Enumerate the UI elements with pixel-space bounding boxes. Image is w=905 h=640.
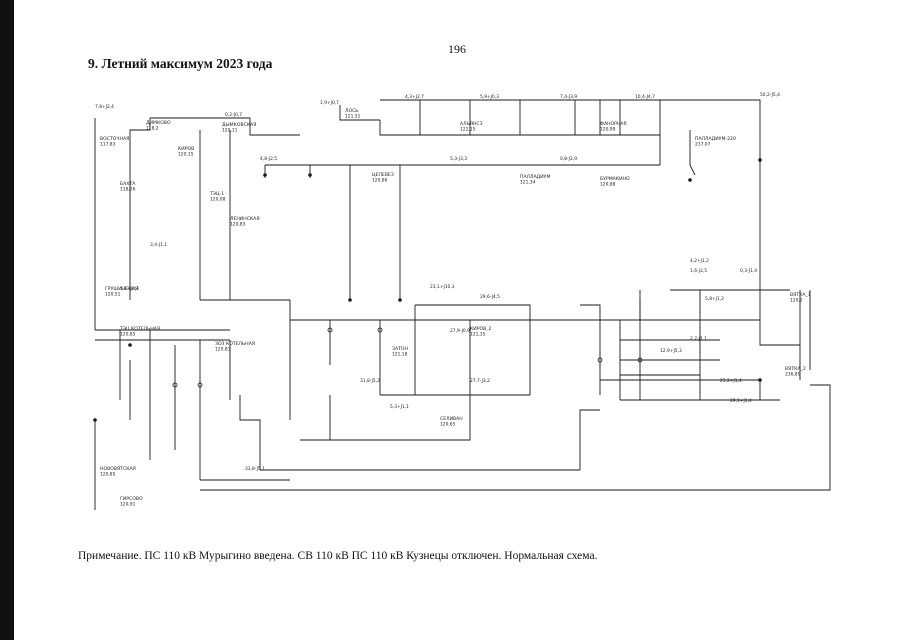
substation-name-s3: КИРОВ: [178, 146, 194, 152]
substation-name-s1: ВОСТОЧНАЯ: [100, 136, 129, 142]
power-flow-f23: 12,9+J5,3: [660, 348, 682, 354]
substation-voltage-s1: 117,83: [100, 142, 116, 148]
substation-name-s10: БУРМАКИНО: [600, 176, 630, 182]
power-flow-f20: 4,2+J1,2: [690, 258, 709, 264]
substation-name-s19: ВЯТКА_1: [790, 292, 811, 298]
substation-name-s20: ВЯТКА_2: [785, 366, 806, 372]
substation-voltage-s16: 120,51: [105, 292, 121, 298]
substation-name-s15: СЕЛИВАН: [440, 416, 463, 422]
power-flow-f12: 23,1+J10,3: [430, 284, 455, 290]
flow-labels: 7,8+J2,4 1,9+J0,7 0,2-J0,7 4,3+J2,7 5,9+J0,3…: [95, 92, 780, 472]
power-flow-f19: 33,8-J5,1: [245, 466, 265, 472]
substation-voltage-s20: 236,89: [785, 372, 801, 378]
power-flow-f9: 4,8-J2,5: [260, 156, 277, 162]
power-flow-f27: 2,7-J1,1: [690, 336, 707, 342]
substation-voltage-s5: 120,08: [210, 197, 226, 203]
power-flow-f16: 27,7-J3,2: [470, 378, 490, 384]
substation-voltage-s12: 120,86: [372, 178, 388, 184]
substation-voltage-s2: 118,2: [146, 126, 159, 132]
power-flow-f25: 1,6+J0,4: [120, 286, 139, 292]
page-note: Примечание. ПС 110 кВ Мурыгино введена. …: [78, 550, 598, 562]
power-flow-f24: 5,3+J1,1: [390, 404, 409, 410]
substation-voltage-s4: 120,11: [222, 128, 238, 134]
power-flow-f28: 5,8+J1,2: [705, 296, 724, 302]
power-flow-f5: 5,9+J0,3: [480, 94, 499, 100]
scan-border: [0, 0, 14, 640]
substation-voltage-s24: 120,83: [230, 222, 246, 228]
substation-voltage-s10: 120,88: [600, 182, 616, 188]
substation-voltage-s15: 120,65: [440, 422, 456, 428]
substation-voltage-s23: 237,07: [695, 142, 711, 148]
substation-voltage-s22: 120,91: [120, 502, 136, 508]
power-flow-f26: 3,4-J1,1: [150, 242, 167, 248]
power-flow-f8: 50,2-J5,4: [760, 92, 780, 98]
substation-name-s21: НОВОВЯТСКАЯ: [100, 466, 136, 472]
power-flow-f13: 29,6-J4,5: [480, 294, 500, 300]
power-flow-f11: 0,8-J2,9: [560, 156, 577, 162]
substation-voltage-s6: 118,26: [120, 187, 136, 193]
substation-name-s9: ФАНОРНАЯ: [600, 121, 627, 127]
substation-name-s4: ДЫМКОВСКАЯ: [222, 122, 256, 128]
substation-name-s16: ГРУШИНСКАЯ: [105, 286, 138, 292]
substation-name-s14: ЗАТОН: [392, 346, 408, 352]
power-flow-f6: 7,4-J3,9: [560, 94, 577, 100]
power-flow-f15: 31,8-J5,2: [360, 378, 380, 384]
substation-voltage-s19: 120,2: [790, 298, 803, 304]
substation-voltage-s13: 121,35: [470, 332, 486, 338]
substation-name-s13: КИРОВ_2: [470, 326, 492, 332]
power-flow-f1: 7,8+J2,4: [95, 104, 114, 110]
substation-name-s8: АЛЬЯНСЗ: [460, 121, 483, 127]
page-number: 196: [448, 42, 466, 56]
diagram-nodes: [93, 158, 762, 422]
page-title: 9. Летний максимум 2023 года: [88, 56, 273, 71]
substation-name-s23: ПАЛЛАДИУМ-220: [695, 136, 736, 142]
substation-voltage-s11: 121,34: [520, 180, 536, 186]
substation-voltage-s3: 120,15: [178, 152, 194, 158]
substation-name-s7: ЛОСЬ: [345, 108, 358, 114]
substation-name-s6: БАХТА: [120, 181, 136, 187]
power-flow-f22: 0,3-J1,4: [740, 268, 757, 274]
substation-name-s17: ТЭЦ КОТЕЛЬНАЯ: [119, 326, 160, 332]
substation-voltage-s9: 120,99: [600, 127, 616, 133]
substation-name-s2: ДИМКОВО: [146, 120, 171, 126]
substation-voltage-s21: 120,85: [100, 472, 116, 478]
substation-voltage-s8: 122,15: [460, 127, 476, 133]
power-flow-f4: 4,3+J2,7: [405, 94, 424, 100]
substation-name-s22: ГИРСОВО: [120, 496, 143, 502]
power-flow-f14: 27,9-J0,9: [450, 328, 470, 334]
power-flow-f10: 5,3-J3,3: [450, 156, 467, 162]
substation-voltage-s14: 121,18: [392, 352, 408, 358]
substation-voltage-s7: 121,51: [345, 114, 361, 120]
power-flow-f18: 29,1+J1,4: [730, 398, 752, 404]
substation-name-s24: ЛЕНИНСКАЯ: [230, 216, 260, 222]
power-flow-f3: 0,2-J0,7: [225, 112, 242, 118]
power-flow-f2: 1,9+J0,7: [320, 100, 339, 106]
power-flow-f21: 1,6-J2,5: [690, 268, 707, 274]
power-flow-f17: 25,2+J1,4: [720, 378, 742, 384]
substation-voltage-s18: 120,83: [215, 347, 231, 353]
substation-voltage-s17: 120,85: [120, 332, 136, 338]
substation-name-s18: ЗОЗ КОТЕЛЬНАЯ: [215, 341, 255, 347]
power-flow-f7: 10,4-J4,7: [635, 94, 655, 100]
substation-name-s12: ЦЕЛЕВЕЗ: [372, 172, 394, 178]
substation-name-s11: ПАЛЛАДИУМ: [520, 174, 550, 180]
substation-name-s5: ТЭЦ-1: [209, 191, 224, 197]
